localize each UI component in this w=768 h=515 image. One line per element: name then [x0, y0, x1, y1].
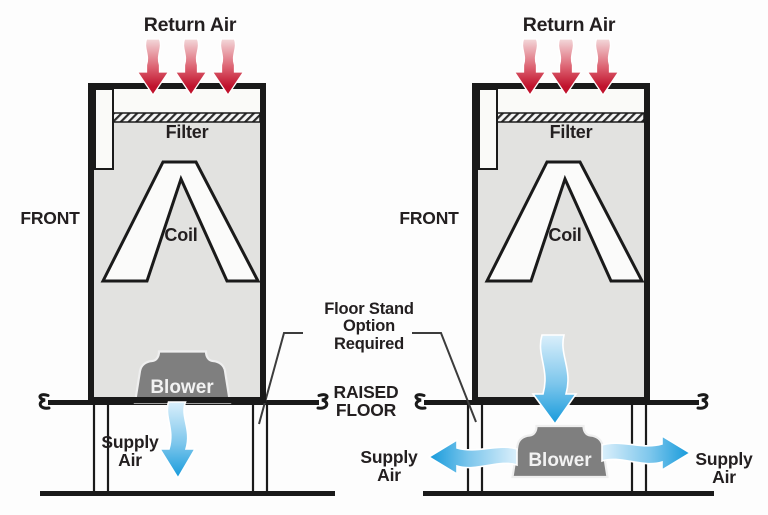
return-air-arrows-left	[136, 38, 245, 96]
cabinet-left-notch	[94, 88, 114, 170]
supply-air-label-right-unit-left: Supply Air	[360, 447, 418, 486]
filter-strip-right	[477, 112, 645, 123]
blower-label-right: Blower	[528, 450, 592, 471]
cabinet-right-notch	[478, 88, 498, 170]
supply-air-label-left-unit: Supply Air	[101, 432, 159, 471]
cabinet-right-return-plenum	[478, 89, 644, 113]
filter-label-left: Filter	[165, 122, 209, 142]
coil-label-left: Coil	[164, 225, 198, 245]
filter-strip-left	[93, 112, 261, 123]
floor-stand-option-label: Floor Stand Option Required	[324, 300, 414, 353]
blower-right-shape	[511, 424, 609, 479]
filter-label-right: Filter	[549, 122, 593, 142]
return-air-label-right: Return Air	[522, 14, 616, 36]
front-label-left: FRONT	[20, 208, 80, 228]
coil-left-shape	[100, 160, 261, 283]
blower-left-shape	[133, 350, 232, 404]
return-air-label-left: Return Air	[143, 14, 237, 36]
floor-break-hook	[38, 393, 51, 410]
cabinet-left	[88, 83, 266, 404]
pedestals-left-unit	[92, 405, 269, 491]
floor-break-hook	[696, 393, 709, 410]
coil-label-right: Coil	[548, 225, 582, 245]
floor-break-hook	[316, 393, 329, 410]
cabinet-right	[472, 83, 650, 403]
front-label-right: FRONT	[399, 208, 459, 228]
floor-stand-leader-right	[412, 332, 477, 423]
supply-air-left-arrow-right-unit	[428, 439, 518, 475]
floor-break-hook	[414, 393, 427, 410]
return-air-arrows-right	[513, 38, 620, 96]
supply-air-down-arrow-left-unit	[158, 401, 197, 480]
cabinet-left-border	[88, 83, 266, 403]
supply-air-label-right-unit-right: Supply Air	[695, 449, 753, 488]
coil-right-shape	[484, 160, 645, 283]
blower-label-left: Blower	[150, 377, 214, 398]
airflow-down-arrow-right-unit	[531, 334, 578, 426]
cabinet-left-return-plenum	[94, 89, 260, 113]
raised-floor-label: RAISED FLOOR	[333, 382, 399, 421]
floor-stand-leader-left	[258, 332, 303, 425]
